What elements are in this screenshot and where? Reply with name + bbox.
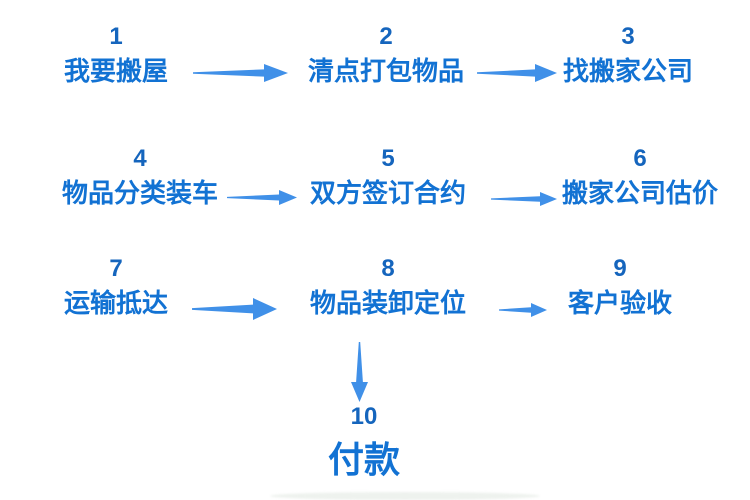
- step-label: 运输抵达: [63, 288, 169, 318]
- step-8: 8 物品装卸定位: [310, 254, 466, 318]
- step-number: 5: [381, 145, 395, 172]
- step-number: 7: [109, 255, 123, 282]
- step-label: 我要搬屋: [63, 56, 169, 86]
- arrow-right-icon: [477, 64, 557, 82]
- arrow-right-icon: [192, 298, 277, 320]
- step-number: 9: [613, 255, 627, 282]
- step-4: 4 物品分类装车: [62, 144, 218, 208]
- step-label: 双方签订合约: [309, 178, 467, 208]
- bottom-edge-artifact: [270, 492, 540, 500]
- step-1: 1 我要搬屋: [64, 22, 168, 86]
- step-number: 4: [133, 145, 147, 172]
- arrow-right-icon: [227, 190, 297, 205]
- arrow-right-icon: [491, 192, 557, 206]
- step-number: 6: [633, 145, 647, 172]
- step-7: 7 运输抵达: [64, 254, 168, 318]
- step-number: 10: [350, 403, 378, 430]
- step-label: 搬家公司估价: [561, 178, 719, 208]
- step-number: 8: [381, 255, 395, 282]
- step-label: 客户验收: [567, 288, 673, 318]
- step-number: 2: [379, 23, 393, 50]
- step-label: 找搬家公司: [562, 56, 694, 86]
- step-10: 10 付款: [328, 402, 400, 480]
- arrow-right-icon: [499, 303, 547, 317]
- step-3: 3 找搬家公司: [563, 22, 693, 86]
- step-9: 9 客户验收: [568, 254, 672, 318]
- step-label: 物品分类装车: [61, 178, 219, 208]
- step-5: 5 双方签订合约: [310, 144, 466, 208]
- arrow-right-icon: [193, 64, 288, 82]
- step-label: 清点打包物品: [307, 56, 465, 86]
- step-label: 付款: [327, 439, 401, 480]
- step-number: 3: [621, 23, 635, 50]
- step-label: 物品装卸定位: [309, 288, 467, 318]
- arrow-down-icon: [351, 342, 368, 402]
- step-2: 2 清点打包物品: [308, 22, 464, 86]
- step-number: 1: [109, 23, 123, 50]
- step-6: 6 搬家公司估价: [562, 144, 718, 208]
